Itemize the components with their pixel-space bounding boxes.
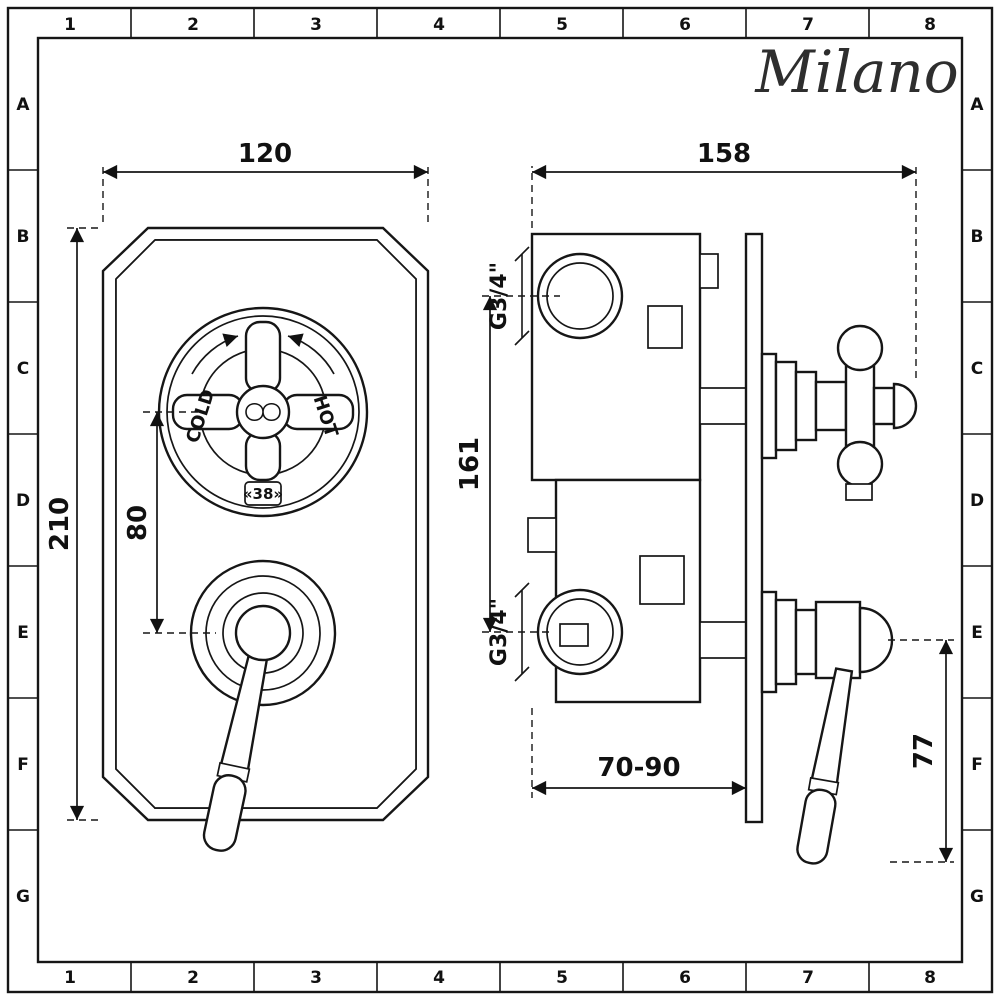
grid-label: B xyxy=(971,227,984,247)
dim-front-width-value: 120 xyxy=(238,139,292,169)
grid-label: 3 xyxy=(310,968,322,988)
grid-label: C xyxy=(971,359,983,379)
temp-stop-button xyxy=(244,481,282,506)
crosshead-base xyxy=(814,380,848,432)
lever-neck xyxy=(794,608,818,676)
wall-plate xyxy=(744,232,764,824)
grid-label: 4 xyxy=(433,15,445,35)
trim-lever-side xyxy=(760,590,894,865)
port-bottom-detail xyxy=(559,623,589,647)
crosshead-button-side xyxy=(845,483,873,501)
thermostatic-dial: COLD HOT «38» xyxy=(157,306,369,518)
grid-label: F xyxy=(971,755,983,775)
port-top-thread: G3/4" xyxy=(487,246,530,346)
side-view: 158 161 G3/4" G3/4" 70-90 xyxy=(455,139,954,865)
grid-label: 2 xyxy=(187,968,199,988)
grid-label: 8 xyxy=(924,15,936,35)
frame-row-ticks xyxy=(8,169,992,831)
grid-label: A xyxy=(16,95,30,115)
grid-label: 8 xyxy=(924,968,936,988)
dim-fitting-depth: 70-90 xyxy=(531,708,746,798)
dim-lever-length-value: 77 xyxy=(909,733,939,769)
crosshead-hubside xyxy=(872,386,896,426)
lever-side xyxy=(796,667,854,865)
grid-label: 5 xyxy=(556,968,568,988)
grid-label: E xyxy=(971,623,983,643)
dim-front-height-value: 210 xyxy=(45,497,75,551)
lever-flange xyxy=(760,590,778,694)
maker-emblem-icon xyxy=(245,402,281,422)
grid-label: 3 xyxy=(310,15,322,35)
cross-arm-bottom xyxy=(244,430,282,482)
grid-column-labels-top: 1 2 3 4 5 6 7 8 xyxy=(64,15,936,35)
grid-label: 1 xyxy=(64,968,76,988)
dim-fitting-depth-value: 70-90 xyxy=(597,753,680,783)
dim-front-height: 210 xyxy=(45,227,98,821)
grid-label: 6 xyxy=(679,968,691,988)
dim-side-depth: 158 xyxy=(531,139,917,378)
spindle-bottom xyxy=(699,621,747,659)
crosshead-dome-cap xyxy=(892,382,918,430)
grid-row-labels-right: A B C D E F G xyxy=(970,95,984,907)
spindle-top xyxy=(699,387,747,425)
body-detail-upper xyxy=(647,305,683,349)
grid-label: F xyxy=(17,755,29,775)
diverter-hub xyxy=(234,604,292,662)
front-view: COLD HOT «38» 120 xyxy=(45,139,430,852)
brand-logo: Milano xyxy=(754,38,958,106)
dim-port-centres-value: 161 xyxy=(455,437,485,491)
grid-row-labels-left: A B C D E F G xyxy=(16,95,30,907)
temp-stop-label: «38» xyxy=(243,485,283,503)
grid-label: 7 xyxy=(802,15,814,35)
lever-grip xyxy=(202,774,247,852)
dim-control-centres: 80 xyxy=(123,411,216,634)
crosshead-collar xyxy=(774,360,798,452)
body-stub-top xyxy=(699,253,719,289)
body-detail-lower xyxy=(639,555,685,605)
dim-front-width: 120 xyxy=(102,139,429,222)
grid-label: D xyxy=(16,491,30,511)
dim-port-centres: 161 xyxy=(455,295,560,633)
cross-arm-top xyxy=(244,320,282,394)
port-top-thread-label: G3/4" xyxy=(487,262,512,330)
crosshead-ball-bottom xyxy=(836,440,884,488)
grid-label: 1 xyxy=(64,15,76,35)
grid-label: G xyxy=(970,887,984,907)
grid-label: 5 xyxy=(556,15,568,35)
rotate-arrow-left-icon xyxy=(191,333,239,375)
body-tab-left xyxy=(527,517,557,553)
grid-label: D xyxy=(970,491,984,511)
lever-hub-side xyxy=(814,600,862,680)
grid-label: C xyxy=(17,359,29,379)
grid-label: 2 xyxy=(187,15,199,35)
grid-label: 6 xyxy=(679,15,691,35)
valve-body xyxy=(527,232,747,704)
lever-collar-side xyxy=(774,598,798,686)
trim-crosshead-side xyxy=(760,324,918,501)
lever-grip-side xyxy=(796,788,837,865)
grid-column-labels-bottom: 1 2 3 4 5 6 7 8 xyxy=(64,968,936,988)
port-bottom-thread-label: G3/4" xyxy=(487,598,512,666)
dim-control-centres-value: 80 xyxy=(123,505,153,541)
grid-label: E xyxy=(17,623,29,643)
crosshead-neck xyxy=(794,370,818,442)
grid-label: G xyxy=(16,887,30,907)
rotate-arrow-right-icon xyxy=(287,333,335,375)
dim-lever-length: 77 xyxy=(888,639,954,863)
port-bottom-thread: G3/4" xyxy=(487,582,530,682)
frame-column-ticks xyxy=(130,8,870,992)
grid-label: 4 xyxy=(433,968,445,988)
lever-dome-cap xyxy=(858,606,894,674)
dim-side-depth-value: 158 xyxy=(697,139,751,169)
grid-label: A xyxy=(970,95,984,115)
crosshead-ball-top xyxy=(836,324,884,372)
crosshead-flange xyxy=(760,352,778,460)
grid-label: B xyxy=(17,227,30,247)
grid-label: 7 xyxy=(802,968,814,988)
